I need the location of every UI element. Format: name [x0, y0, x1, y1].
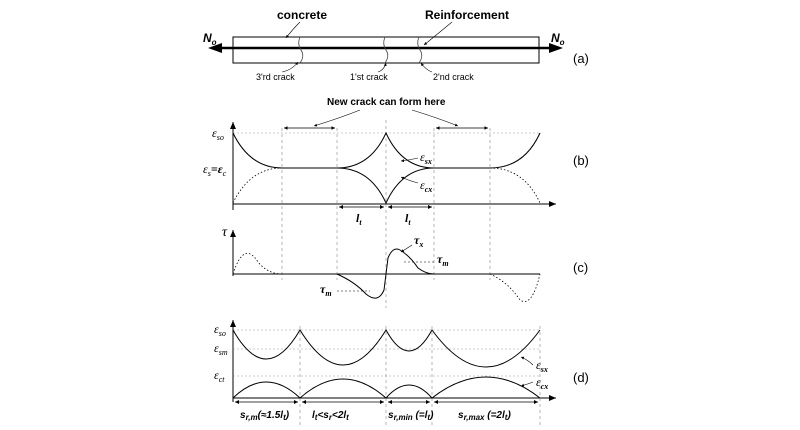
crack-3rd: [298, 36, 304, 64]
label-tau: τ: [222, 225, 228, 240]
label-1st-crack: 1'st crack: [350, 72, 388, 82]
label-lt-left: lt: [356, 211, 362, 227]
leader-ecx: [400, 176, 419, 184]
label-eso-d: εso: [214, 322, 226, 338]
concrete-strain-curve-d: [232, 376, 541, 399]
label-s-rmax: sr,max (=2lt): [458, 410, 511, 422]
force-arrow-left: [208, 43, 222, 53]
label-s-rmin: sr,min (=lt): [388, 410, 434, 422]
label-ecx-b: εcx: [420, 178, 432, 194]
label-2nd-crack: 2'nd crack: [433, 72, 474, 82]
leader-esx-d: [520, 356, 534, 366]
bond-stress-curve: [336, 248, 435, 299]
label-ect: εct: [214, 368, 225, 384]
label-force-right: No: [551, 31, 565, 47]
label-esm: εsm: [214, 341, 228, 357]
bond-stress-dotted: [232, 252, 541, 302]
label-force-left: No: [203, 31, 217, 47]
steel-strain-curve-d: [232, 329, 541, 368]
panel-c: τ τx τm τm (c): [222, 225, 588, 302]
strain-curve-dotted: [232, 132, 541, 204]
leader-3rd-crack: [281, 61, 299, 73]
leader-concrete: [285, 21, 301, 39]
label-eso-b: εso: [212, 126, 224, 142]
label-lt-right: lt: [405, 211, 411, 227]
crack-dashed-lines-d: [299, 326, 541, 428]
panel-label-c: (c): [573, 260, 588, 275]
label-taum-top: τm: [437, 252, 449, 268]
panel-label-a: (a): [573, 51, 589, 66]
steel-strain-curve: [232, 131, 541, 169]
panel-a: concrete Reinforcement No No 3'rd crack …: [203, 8, 589, 82]
label-esx-d: εsx: [536, 358, 548, 374]
label-spacing-range: lt<sr<2lt: [312, 410, 349, 422]
panel-d: εso εsm εct εsx εcx (d) sr,m(≈1.5lt) lt<…: [214, 320, 589, 428]
crack-dashed-lines: [281, 120, 491, 308]
leader-esx: [400, 157, 419, 163]
leader-new-crack-left: [313, 109, 361, 127]
leader-taux: [400, 244, 413, 253]
crack-2nd: [417, 36, 423, 64]
leader-reinforcement: [423, 21, 453, 46]
crack-1st: [383, 36, 389, 64]
panel-label-b: (b): [573, 153, 589, 168]
leader-ecx-d: [520, 381, 534, 387]
label-ecx-d: εcx: [536, 375, 548, 391]
panel-b: New crack can form here εso εs=εc εsx εc…: [203, 97, 589, 308]
label-new-crack: New crack can form here: [327, 97, 446, 108]
label-taum-bottom: τm: [320, 282, 332, 298]
label-reinforcement: Reinforcement: [425, 8, 509, 22]
label-concrete: concrete: [277, 8, 327, 22]
label-3rd-crack: 3'rd crack: [256, 72, 295, 82]
label-taux: τx: [414, 233, 423, 249]
leader-new-crack-right: [411, 109, 459, 127]
panel-label-d: (d): [573, 370, 589, 385]
concrete-strain-curve: [336, 167, 435, 205]
label-es-ec: εs=εc: [203, 162, 227, 178]
leader-2nd-crack: [420, 62, 433, 73]
leader-1st-crack: [377, 62, 387, 73]
force-arrow-right: [549, 43, 563, 53]
label-esx-b: εsx: [420, 150, 432, 166]
label-s-rm: sr,m(≈1.5lt): [240, 410, 290, 422]
